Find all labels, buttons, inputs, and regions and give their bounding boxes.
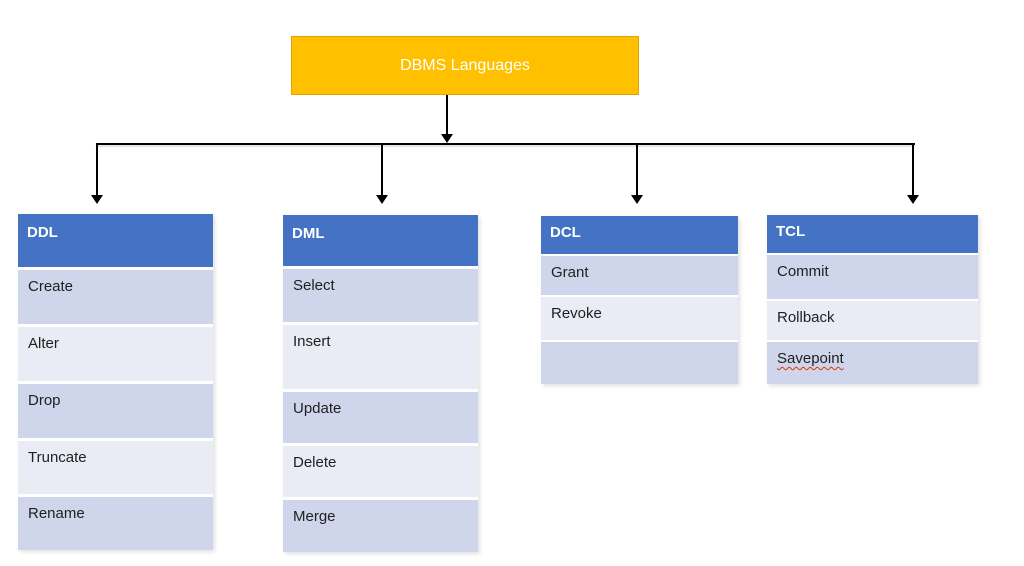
cell-label: Rollback — [777, 309, 835, 326]
table-row[interactable]: Insert — [283, 325, 478, 389]
cell-label: Grant — [551, 264, 589, 281]
table-row-empty[interactable] — [541, 342, 738, 384]
cell-label: Create — [28, 278, 74, 295]
connector-drop-dcl — [636, 145, 638, 196]
arrowhead-tcl-icon — [907, 195, 919, 204]
table-row[interactable]: Commit — [767, 255, 978, 299]
table-dcl-title: DCL — [550, 224, 581, 241]
connector-branch-line — [96, 143, 915, 145]
table-dml-title: DML — [292, 225, 325, 242]
cell-label: Merge — [293, 508, 336, 525]
table-row[interactable]: Revoke — [541, 297, 738, 340]
table-dml-header[interactable]: DML — [283, 215, 478, 266]
table-ddl: DDL Create Alter Drop Truncate Rename — [18, 214, 213, 550]
cell-label: Update — [293, 400, 342, 417]
table-row[interactable]: Rollback — [767, 301, 978, 340]
cell-label: Insert — [293, 333, 331, 350]
table-row[interactable]: Drop — [18, 384, 213, 438]
table-ddl-header[interactable]: DDL — [18, 214, 213, 267]
table-row[interactable]: Truncate — [18, 441, 213, 494]
table-ddl-title: DDL — [27, 224, 58, 241]
table-row[interactable]: Update — [283, 392, 478, 443]
table-row[interactable]: Delete — [283, 446, 478, 497]
table-row[interactable]: Select — [283, 269, 478, 322]
cell-label: Alter — [28, 335, 59, 352]
table-row[interactable]: Rename — [18, 497, 213, 550]
arrowhead-dcl-icon — [631, 195, 643, 204]
connector-root-stem — [446, 95, 448, 135]
table-row[interactable]: Alter — [18, 327, 213, 381]
table-row[interactable]: Savepoint — [767, 342, 978, 384]
table-row[interactable]: Merge — [283, 500, 478, 552]
arrowhead-ddl-icon — [91, 195, 103, 204]
table-dcl: DCL Grant Revoke — [541, 216, 738, 384]
table-tcl: TCL Commit Rollback Savepoint — [767, 215, 978, 384]
table-row[interactable]: Create — [18, 270, 213, 324]
cell-label: Commit — [777, 263, 829, 280]
table-row[interactable]: Grant — [541, 256, 738, 295]
cell-label: Revoke — [551, 305, 602, 322]
table-tcl-title: TCL — [776, 223, 806, 240]
connector-drop-tcl — [912, 145, 914, 196]
cell-label: Drop — [28, 392, 61, 409]
arrowhead-root-icon — [441, 134, 453, 143]
table-tcl-header[interactable]: TCL — [767, 215, 978, 253]
cell-label: Select — [293, 277, 335, 294]
connector-drop-dml — [381, 145, 383, 196]
arrowhead-dml-icon — [376, 195, 388, 204]
root-node-dbms-languages[interactable]: DBMS Languages — [291, 36, 639, 95]
cell-label: Rename — [28, 505, 85, 522]
connector-drop-ddl — [96, 145, 98, 196]
cell-label-spellcheck-underline: Savepoint — [777, 350, 844, 367]
table-dml: DML Select Insert Update Delete Merge — [283, 215, 478, 552]
table-dcl-header[interactable]: DCL — [541, 216, 738, 254]
cell-label: Truncate — [28, 449, 87, 466]
cell-label: Delete — [293, 454, 337, 471]
root-node-label: DBMS Languages — [400, 56, 530, 74]
